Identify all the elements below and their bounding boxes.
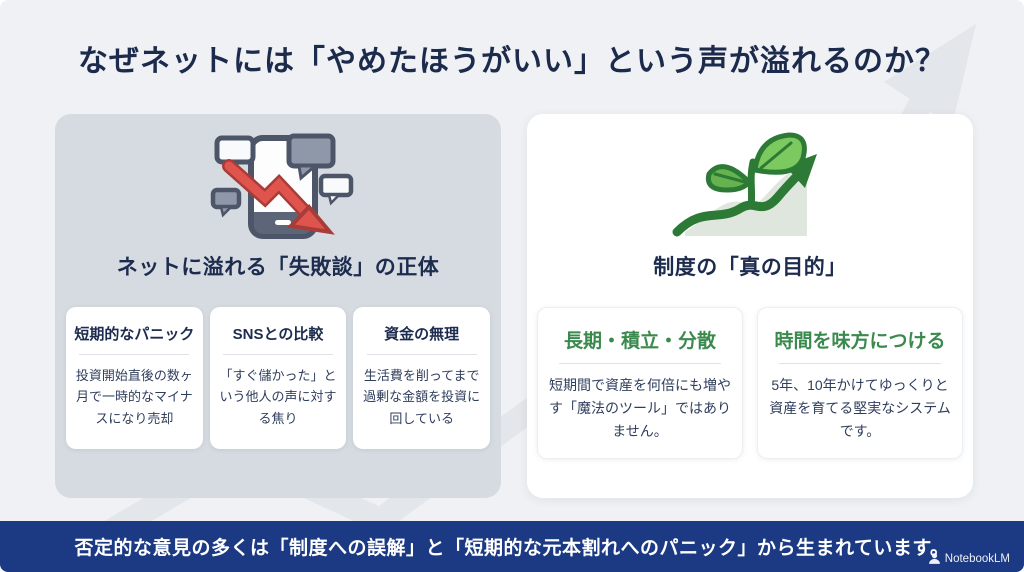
card-body: 「すぐ儲かった」という他人の声に対する焦り [219,368,337,426]
divider [779,363,941,364]
right-card-row: 長期・積立・分散 短期間で資産を何倍にも増やす「魔法のツール」ではありません。 … [537,307,963,459]
card-long-term-diversified: 長期・積立・分散 短期間で資産を何倍にも増やす「魔法のツール」ではありません。 [537,307,743,459]
card-time-as-ally: 時間を味方につける 5年、10年かけてゆっくりと資産を育てる堅実なシステムです。 [757,307,963,459]
card-short-term-panic: 短期的なパニック 投資開始直後の数ヶ月で一時的なマイナスになり売却 [66,307,203,449]
card-heading: 時間を味方につける [774,331,946,352]
slide-title: なぜネットには「やめたほうがいい」という声が溢れるのか？ [78,45,946,78]
right-panel: 制度の「真の目的」 長期・積立・分散 短期間で資産を何倍にも増やす「魔法のツール… [527,114,973,498]
notebooklm-brand: NotebookLM [928,552,1010,565]
card-heading: 資金の無理 [384,326,460,343]
card-body: 投資開始直後の数ヶ月で一時的なマイナスになり売却 [75,368,193,426]
card-overextended-funds: 資金の無理 生活費を削ってまで過剰な金額を投資に回している [353,307,491,449]
left-panel: ネットに溢れる「失敗談」の正体 短期的なパニック 投資開始直後の数ヶ月で一時的な… [55,114,501,498]
right-panel-heading: 制度の「真の目的」 [653,256,847,279]
divider [79,354,190,355]
card-heading: 短期的なパニック [74,326,195,343]
card-body: 短期間で資産を何倍にも増やす「魔法のツール」ではありません。 [549,377,731,440]
left-card-row: 短期的なパニック 投資開始直後の数ヶ月で一時的なマイナスになり売却 SNSとの比… [66,307,491,449]
left-panel-heading: ネットに溢れる「失敗談」の正体 [116,256,440,279]
divider [559,363,721,364]
card-sns-comparison: SNSとの比較 「すぐ儲かった」という他人の声に対する焦り [209,307,347,449]
divider [366,354,477,355]
card-heading: SNSとの比較 [232,326,324,343]
footer-banner: 否定的な意見の多くは「制度への誤解」と「短期的な元本割れへのパニック」から生まれ… [0,521,1024,572]
smartphone-decline-chat-icon [210,133,354,239]
card-body: 生活費を削ってまで過剰な金額を投資に回している [363,368,481,426]
divider [223,354,333,355]
footer-conclusion-text: 否定的な意見の多くは「制度への誤解」と「短期的な元本割れへのパニック」から生まれ… [74,538,950,559]
card-heading: 長期・積立・分散 [563,331,716,352]
notebooklm-logo-icon [928,553,940,564]
card-body: 5年、10年かけてゆっくりと資産を育てる堅実なシステムです。 [769,377,951,440]
notebooklm-brand-label: NotebookLM [944,552,1010,565]
sprout-growth-chart-icon [672,132,817,237]
